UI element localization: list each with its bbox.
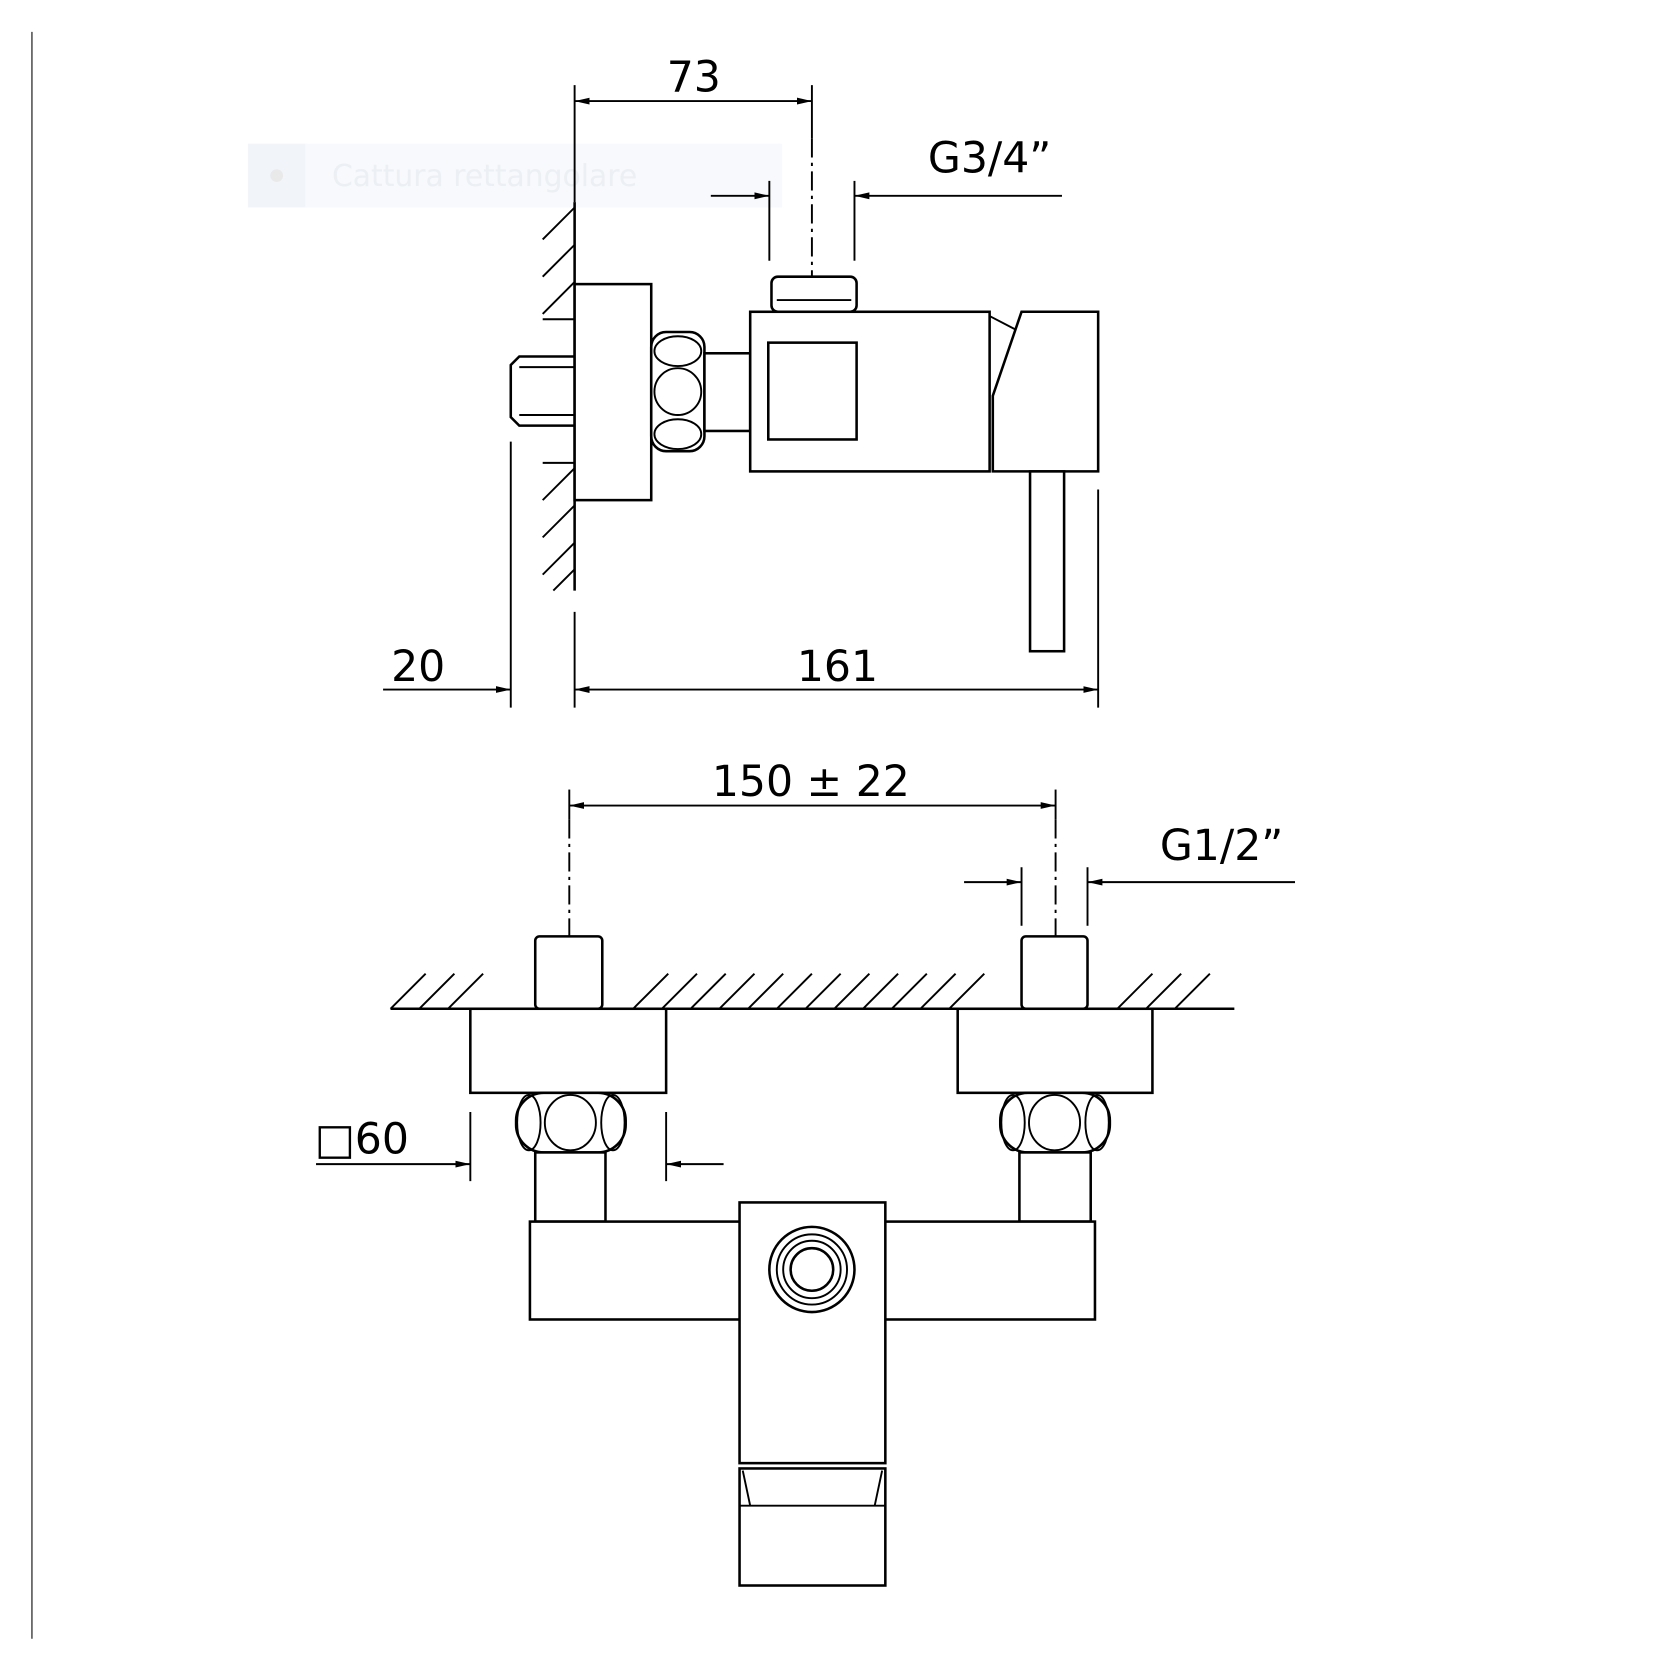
- right-union-nut: [998, 1091, 1112, 1154]
- hatch-line: [661, 972, 698, 1010]
- spout: [738, 1467, 887, 1587]
- hatch-line: [1145, 972, 1182, 1010]
- hatch-line: [718, 972, 756, 1010]
- central-body: [738, 1201, 887, 1465]
- hatch-line: [862, 972, 899, 1010]
- overlay-label: Cattura rettangolare: [332, 159, 637, 194]
- hatch-line: [747, 972, 784, 1010]
- hatch-line: [447, 972, 484, 1010]
- dim-label-centers: 150 ± 22: [712, 757, 910, 807]
- hatch-line: [389, 972, 427, 1010]
- hatch-line: [1174, 972, 1211, 1010]
- record-dot-icon: [270, 169, 284, 182]
- hatch-line: [632, 972, 669, 1010]
- dim-label-outlet-thread: G3/4”: [928, 133, 1052, 183]
- union-nut: [649, 330, 706, 453]
- dim-label-total-length: 161: [797, 642, 878, 692]
- cartridge-knob: [768, 1225, 856, 1314]
- hatch-line: [891, 972, 928, 1010]
- side-view: 73 G3/4” 20: [383, 53, 1100, 708]
- wall-flange: [573, 282, 653, 502]
- hatch-line: [833, 972, 871, 1010]
- left-flange: [469, 1007, 668, 1095]
- front-view: 150 ± 22 G1/2”: [315, 757, 1296, 1587]
- outlet-cap: [770, 275, 858, 314]
- lever-arm: [1028, 470, 1066, 653]
- right-flange: [956, 1007, 1154, 1095]
- hatch-line: [689, 972, 727, 1010]
- hatch-line: [776, 972, 813, 1010]
- lever-handle: [991, 310, 1100, 473]
- hatch-line: [1116, 972, 1154, 1010]
- hatch-line: [948, 972, 985, 1010]
- hatch-line: [418, 972, 456, 1010]
- capture-overlay: Cattura rettangolare: [247, 143, 783, 208]
- left-union-nut: [514, 1091, 627, 1154]
- dim-label-wall-offset: 20: [391, 642, 445, 692]
- dim-label-flange: □60: [315, 1114, 409, 1164]
- dim-label-depth: 73: [667, 53, 721, 103]
- hatch-line: [919, 972, 957, 1010]
- dim-label-inlet-thread: G1/2”: [1160, 821, 1284, 871]
- hatch-line: [804, 972, 842, 1010]
